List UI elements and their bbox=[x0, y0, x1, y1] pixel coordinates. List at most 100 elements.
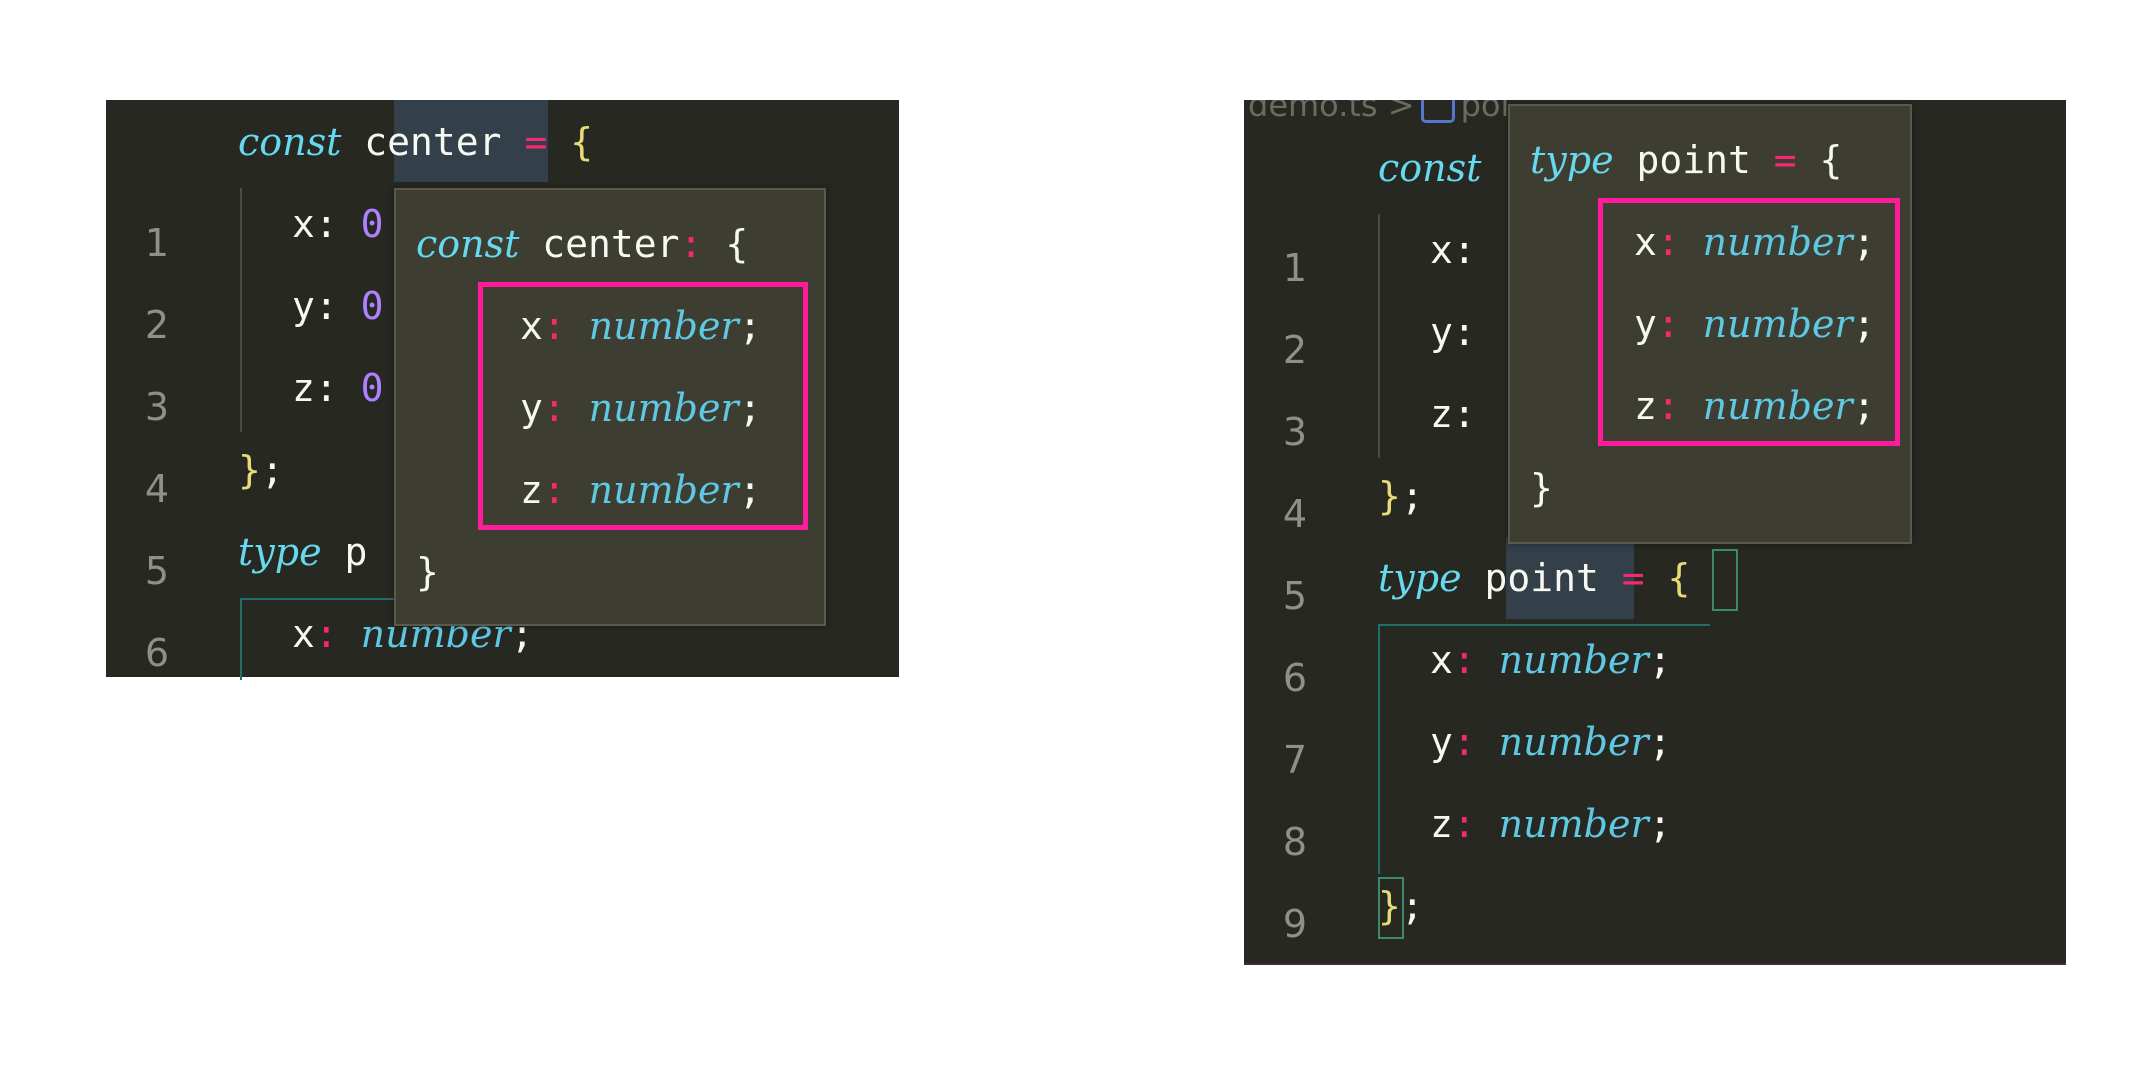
code-line-7[interactable]: x: number; bbox=[1430, 630, 1672, 690]
hover-field: y: number; bbox=[1634, 294, 1876, 354]
code-line-6[interactable]: type p bbox=[238, 522, 367, 582]
indent-guide bbox=[1378, 214, 1380, 458]
property: y: bbox=[1430, 310, 1476, 354]
semicolon: ; bbox=[1648, 802, 1672, 846]
property: z: bbox=[292, 366, 338, 410]
code-line-4[interactable]: z: 0 bbox=[292, 358, 384, 418]
identifier: p bbox=[344, 530, 368, 574]
code-line-10[interactable]: }; bbox=[1378, 876, 1424, 936]
identifier: center bbox=[542, 222, 680, 266]
brace: { bbox=[570, 120, 594, 164]
semicolon: ; bbox=[1648, 638, 1672, 682]
property: x bbox=[1430, 638, 1453, 682]
code-line-5[interactable]: }; bbox=[238, 440, 284, 500]
type-annotation: number bbox=[1498, 720, 1649, 764]
breadcrumb[interactable]: demo.ts >poi bbox=[1248, 100, 1509, 124]
operator: = bbox=[524, 120, 548, 164]
code-line-6[interactable]: type point = { bbox=[1378, 548, 1690, 608]
field-type: number bbox=[1702, 302, 1853, 346]
hover-field: x: number; bbox=[1634, 212, 1876, 272]
code-line-9[interactable]: z: number; bbox=[1430, 794, 1672, 854]
operator: = bbox=[1621, 556, 1645, 600]
hover-tooltip-left: const center: { x: number; y: number; z:… bbox=[394, 188, 826, 626]
line-number: 8 bbox=[1282, 820, 1308, 864]
property: x: bbox=[1430, 228, 1476, 272]
matching-brace-open bbox=[1712, 549, 1738, 611]
number-literal: 0 bbox=[360, 284, 384, 328]
type-annotation: number bbox=[1498, 802, 1649, 846]
field-type: number bbox=[1702, 384, 1853, 428]
keyword: type bbox=[1378, 556, 1462, 600]
breadcrumb-symbol[interactable]: poi bbox=[1460, 100, 1510, 124]
line-number: 2 bbox=[144, 303, 170, 347]
line-number: 5 bbox=[1282, 574, 1308, 618]
property: x bbox=[292, 612, 315, 656]
field-type: number bbox=[588, 468, 739, 512]
breadcrumb-file[interactable]: demo.ts bbox=[1248, 100, 1378, 124]
line-number: 6 bbox=[1282, 656, 1308, 700]
field-type: number bbox=[588, 304, 739, 348]
brace: } bbox=[1378, 474, 1401, 518]
property: z bbox=[1430, 802, 1453, 846]
hover-close-brace: } bbox=[416, 550, 439, 594]
field-name: z bbox=[1634, 384, 1657, 428]
line-number: 9 bbox=[1282, 902, 1308, 946]
colon: : bbox=[314, 612, 338, 656]
code-line-5[interactable]: }; bbox=[1378, 466, 1424, 526]
line-number: 2 bbox=[1282, 328, 1308, 372]
line-number: 3 bbox=[1282, 410, 1308, 454]
line-number: 1 bbox=[1282, 246, 1308, 290]
highlight-box bbox=[478, 282, 808, 530]
matching-brace-close bbox=[1378, 877, 1404, 939]
identifier: center bbox=[364, 120, 502, 164]
property: y: bbox=[292, 284, 338, 328]
semicolon: ; bbox=[738, 468, 762, 512]
keyword: type bbox=[238, 530, 322, 574]
semicolon: ; bbox=[738, 304, 762, 348]
identifier: point bbox=[1636, 138, 1751, 182]
field-name: y bbox=[1634, 302, 1657, 346]
colon: : bbox=[679, 222, 703, 266]
hover-field: x: number; bbox=[520, 296, 762, 356]
code-line-1[interactable]: const center = { bbox=[238, 112, 593, 172]
code-line-4[interactable]: z: bbox=[1430, 384, 1476, 444]
field-name: y bbox=[520, 386, 543, 430]
semicolon: ; bbox=[1852, 220, 1876, 264]
line-number: 4 bbox=[1282, 492, 1308, 536]
code-line-1[interactable]: const bbox=[1378, 138, 1481, 198]
semicolon: ; bbox=[1400, 474, 1424, 518]
colon: : bbox=[542, 386, 566, 430]
brace: } bbox=[1378, 884, 1401, 928]
code-line-2[interactable]: x: bbox=[1430, 220, 1476, 280]
identifier: point bbox=[1484, 556, 1599, 600]
colon: : bbox=[542, 468, 566, 512]
keyword: const bbox=[238, 120, 342, 164]
semicolon: ; bbox=[1852, 302, 1876, 346]
colon: : bbox=[1656, 220, 1680, 264]
line-number: 3 bbox=[144, 385, 170, 429]
brace: { bbox=[1667, 556, 1691, 600]
code-line-8[interactable]: y: number; bbox=[1430, 712, 1672, 772]
brace: { bbox=[1819, 138, 1843, 182]
operator: = bbox=[1773, 138, 1797, 182]
keyword: type bbox=[1530, 138, 1614, 182]
field-name: x bbox=[1634, 220, 1657, 264]
brace: { bbox=[725, 222, 749, 266]
editor-bottom-border bbox=[1244, 963, 2066, 965]
colon: : bbox=[542, 304, 566, 348]
code-line-3[interactable]: y: bbox=[1430, 302, 1476, 362]
field-name: x bbox=[520, 304, 543, 348]
scope-bracket bbox=[1378, 624, 1710, 874]
code-line-3[interactable]: y: 0 bbox=[292, 276, 384, 336]
code-line-2[interactable]: x: 0 bbox=[292, 194, 384, 254]
line-number: 5 bbox=[144, 549, 170, 593]
colon: : bbox=[1452, 638, 1476, 682]
property: y bbox=[1430, 720, 1453, 764]
line-number: 6 bbox=[144, 631, 170, 675]
keyword: const bbox=[416, 222, 520, 266]
highlight-box bbox=[1598, 198, 1900, 446]
identifier-highlight bbox=[1506, 537, 1634, 619]
line-number: 4 bbox=[144, 467, 170, 511]
semicolon: ; bbox=[1400, 884, 1424, 928]
hover-field: z: number; bbox=[520, 460, 762, 520]
